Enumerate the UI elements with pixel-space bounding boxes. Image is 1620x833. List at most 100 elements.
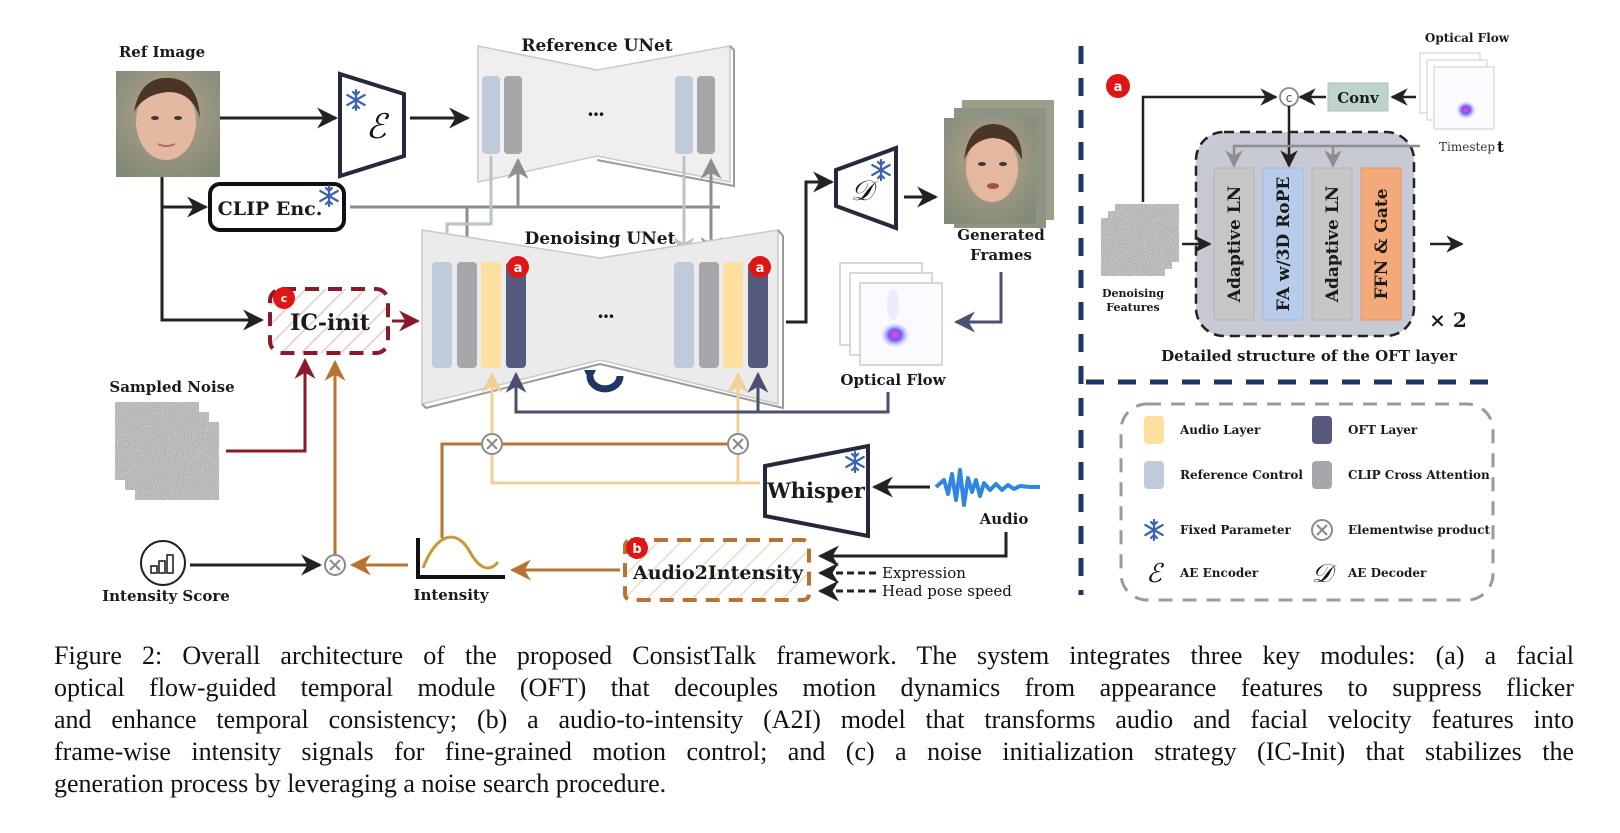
arrow-frames-to-flow bbox=[953, 272, 1003, 333]
decoder-symbol: 𝒟 bbox=[1312, 559, 1337, 589]
legend-item: CLIP Cross Attention bbox=[1312, 461, 1490, 489]
clip-cross-attention-layer bbox=[457, 262, 477, 368]
elementwise-product-icon bbox=[324, 554, 346, 576]
oft-optical-flow-stack bbox=[1419, 52, 1495, 130]
legend-label: Reference Control bbox=[1180, 468, 1303, 482]
oft-badge: a bbox=[507, 256, 529, 278]
ae-decoder: 𝒟 bbox=[834, 145, 898, 231]
legend-label: Elementwise product bbox=[1348, 523, 1491, 537]
caption-line: Figure 2: Overall architecture of the pr… bbox=[54, 641, 1574, 670]
head-pose-speed-label: Head pose speed bbox=[882, 582, 1012, 600]
audio-layer bbox=[481, 262, 501, 368]
denoising-unet: ... bbox=[421, 229, 784, 410]
sampled-noise-label: Sampled Noise bbox=[109, 378, 234, 396]
oft-optical-flow-label: Optical Flow bbox=[1425, 31, 1510, 45]
arrow-ref-to-ic-init bbox=[160, 177, 265, 331]
arrow-noise-to-ic-init bbox=[226, 357, 316, 453]
audio-layer-swatch bbox=[1144, 416, 1164, 444]
generated-frames-label-2: Frames bbox=[970, 246, 1032, 264]
ref-image-label: Ref Image bbox=[119, 43, 205, 61]
ic-init-label: IC-init bbox=[290, 310, 371, 336]
a2i-badge bbox=[626, 537, 648, 559]
clip-cross-attention-swatch bbox=[1312, 461, 1332, 489]
arrow-timestep-to-ln1 bbox=[1225, 144, 1420, 168]
denoising-features-label-1: Denoising bbox=[1102, 287, 1164, 300]
optical-flow-stack bbox=[839, 262, 943, 366]
reference-unet: ... bbox=[477, 45, 735, 188]
optical-flow-label: Optical Flow bbox=[840, 371, 946, 389]
clip-cross-attention-layer bbox=[504, 76, 522, 154]
reference-control-swatch bbox=[1144, 461, 1164, 489]
audio-label: Audio bbox=[979, 510, 1029, 528]
legend-label: Audio Layer bbox=[1179, 423, 1261, 437]
ellipsis: ... bbox=[598, 298, 615, 323]
denoising-features-stack bbox=[1100, 203, 1180, 277]
svg-text:a: a bbox=[1114, 80, 1123, 95]
svg-text:b: b bbox=[632, 542, 641, 557]
intensity-to-audio-gates bbox=[440, 442, 481, 538]
legend-label: Fixed Parameter bbox=[1180, 523, 1292, 537]
ae-encoder: ℰ bbox=[338, 71, 406, 179]
intensity-curve-icon bbox=[416, 535, 505, 579]
caption-line: generation process by leveraging a noise… bbox=[54, 769, 667, 798]
oft-block-ffn-gate: FFN & Gate bbox=[1360, 167, 1402, 321]
oft-layer-swatch bbox=[1312, 416, 1332, 444]
legend-item: Audio Layer bbox=[1144, 416, 1261, 444]
svg-text:a: a bbox=[514, 261, 523, 276]
oft-badge: a bbox=[749, 256, 771, 278]
generated-frames-label-1: Generated bbox=[957, 226, 1045, 244]
ellipsis: ... bbox=[588, 96, 605, 121]
svg-text:FA w/3D RoPE: FA w/3D RoPE bbox=[1274, 177, 1294, 312]
arrow-audio-to-a2i bbox=[817, 532, 1008, 567]
oft-layer bbox=[506, 262, 526, 368]
legend-item: Reference Control bbox=[1144, 461, 1303, 489]
svg-text:FFN & Gate: FFN & Gate bbox=[1372, 188, 1392, 299]
clip-cross-attention-layer bbox=[699, 262, 719, 368]
legend-item: Elementwise product bbox=[1311, 519, 1491, 541]
encoder-symbol: ℰ bbox=[1146, 559, 1164, 589]
whisper-label: Whisper bbox=[766, 478, 866, 503]
oft-block-adaptive-ln-1: Adaptive LN bbox=[1213, 167, 1255, 321]
clip-enc-label: CLIP Enc. bbox=[218, 198, 323, 220]
conv-label: Conv bbox=[1337, 89, 1380, 107]
whisper-feature-line bbox=[490, 455, 760, 485]
denoising-features-label-2: Features bbox=[1106, 301, 1159, 314]
ic-init-module: IC-init c bbox=[268, 287, 390, 355]
audio2intensity-label: Audio2Intensity bbox=[632, 562, 804, 584]
conv-block: Conv bbox=[1327, 82, 1389, 112]
reference-control-layer bbox=[482, 76, 500, 154]
elementwise-product-icon bbox=[1311, 519, 1333, 541]
timestep-var: t bbox=[1497, 138, 1504, 156]
arrow-features-to-concat bbox=[1141, 88, 1278, 202]
legend-item: OFT Layer bbox=[1312, 416, 1418, 444]
oft-panel-title: Detailed structure of the OFT layer bbox=[1161, 347, 1458, 365]
svg-text:Adaptive LN: Adaptive LN bbox=[1323, 186, 1343, 303]
whisper-encoder: Whisper bbox=[763, 443, 870, 539]
oft-layer bbox=[748, 262, 768, 368]
svg-text:Adaptive LN: Adaptive LN bbox=[1225, 186, 1245, 303]
reference-control-layer bbox=[432, 262, 452, 368]
legend-label: CLIP Cross Attention bbox=[1348, 468, 1490, 482]
generated-frames bbox=[944, 100, 1054, 228]
audio-layer bbox=[723, 262, 743, 368]
legend-item: Fixed Parameter bbox=[1144, 518, 1292, 542]
clip-encoder: CLIP Enc. bbox=[208, 182, 346, 232]
intensity-label: Intensity bbox=[413, 586, 489, 604]
elementwise-product-icon bbox=[727, 433, 749, 455]
concat-icon: c bbox=[1279, 87, 1299, 107]
loop-icon bbox=[584, 370, 624, 393]
reference-control-layer bbox=[674, 262, 694, 368]
denoising-unet-label: Denoising UNet bbox=[525, 229, 676, 249]
architecture-diagram: Ref Image ℰ ... Reference UNet CLIP Enc. bbox=[102, 31, 1510, 605]
ic-init-badge bbox=[273, 287, 295, 309]
legend-box bbox=[1119, 402, 1495, 602]
encoder-symbol: ℰ bbox=[366, 107, 390, 147]
oft-block-adaptive-ln-2: Adaptive LN bbox=[1311, 167, 1353, 321]
legend-label: OFT Layer bbox=[1348, 423, 1418, 437]
oft-block-fa-3d-rope: FA w/3D RoPE bbox=[1262, 167, 1304, 321]
reference-unet-label: Reference UNet bbox=[521, 36, 672, 56]
audio-waveform-icon bbox=[934, 468, 1040, 507]
intensity-score-icon bbox=[140, 540, 186, 586]
